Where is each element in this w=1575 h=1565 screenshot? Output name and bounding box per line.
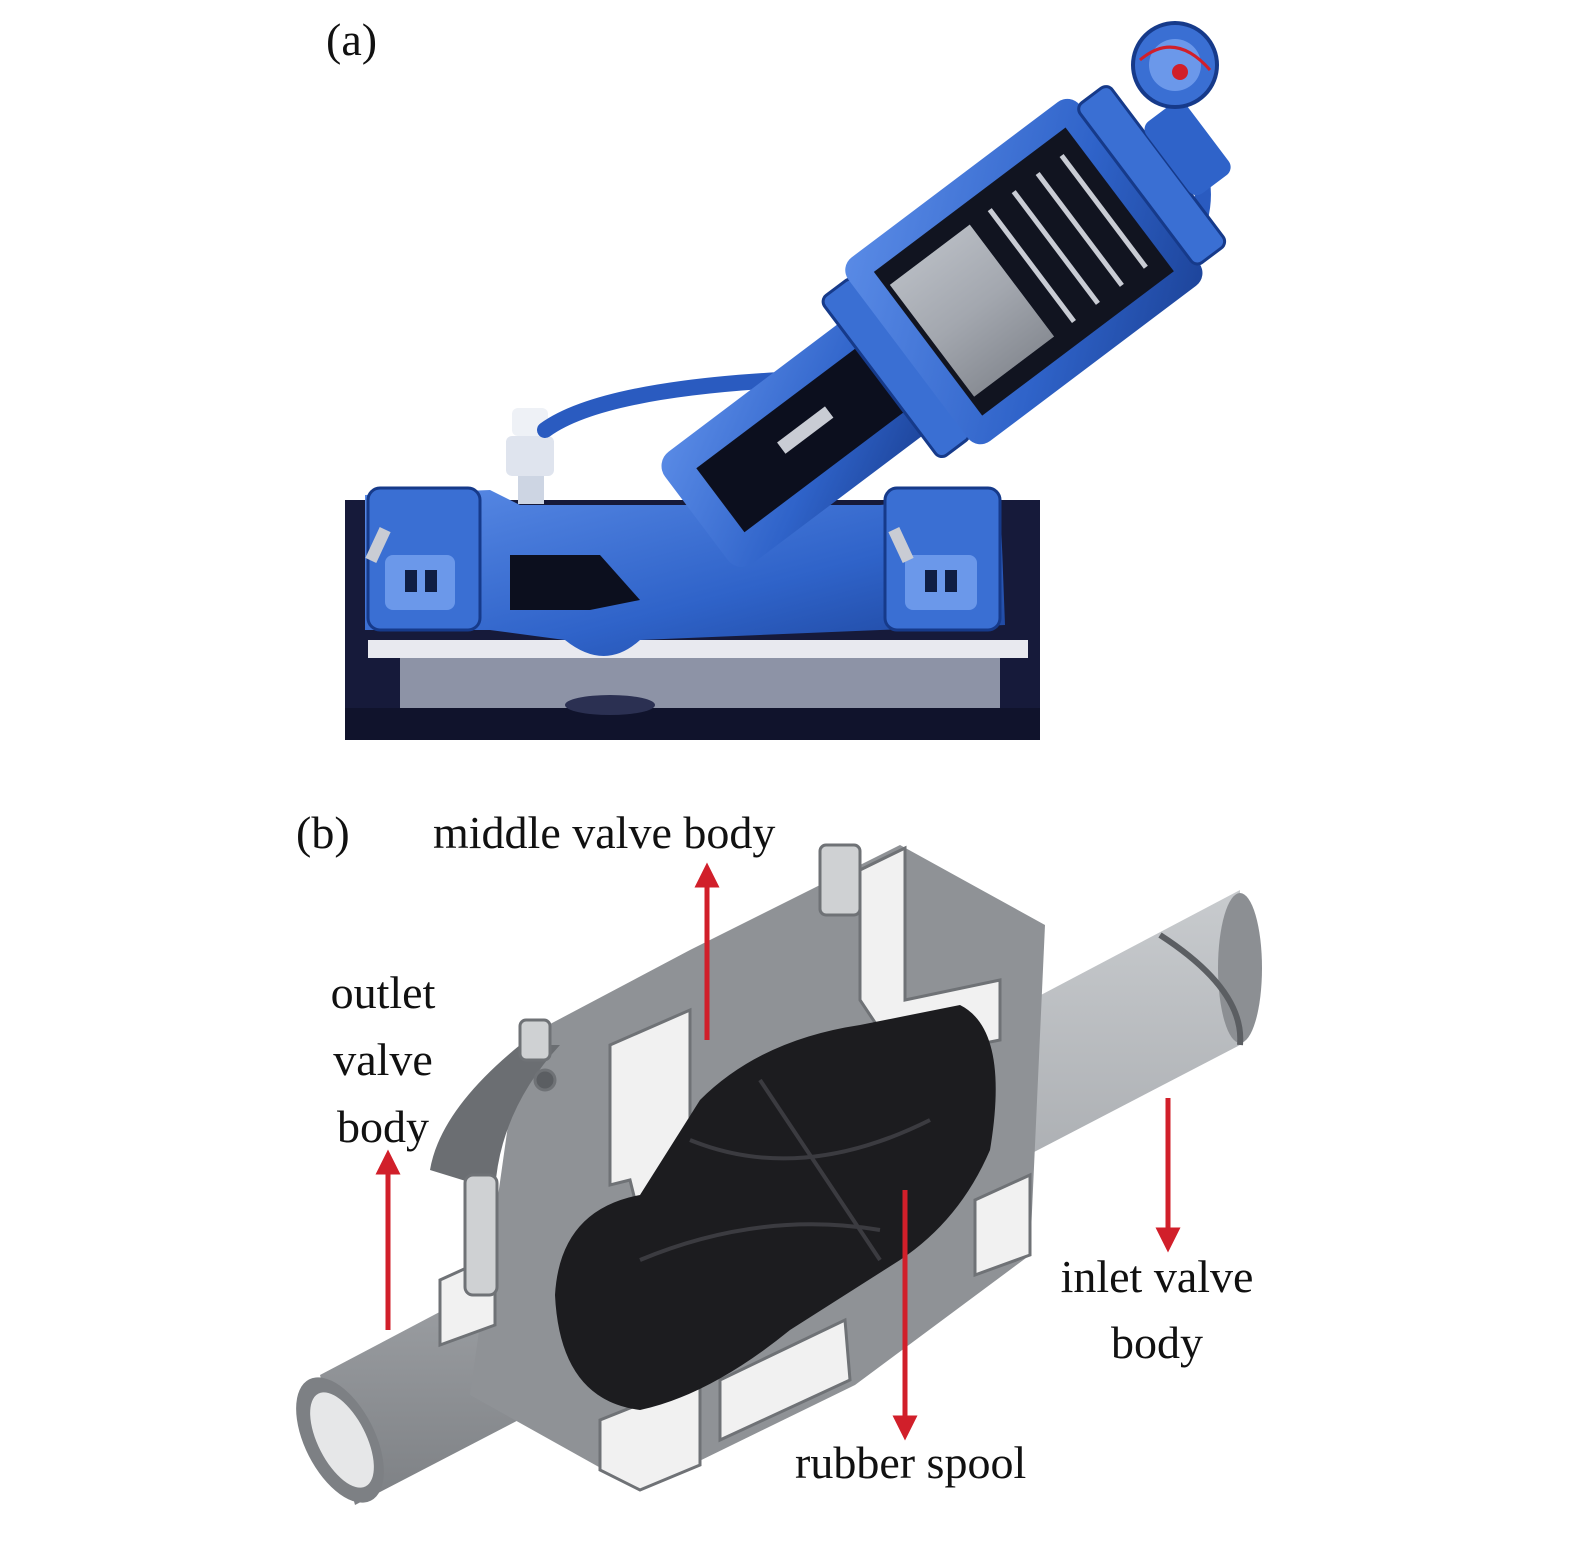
panel-a: (a) bbox=[326, 14, 1231, 740]
rubber-spool bbox=[555, 1005, 996, 1410]
label-rubber-spool: rubber spool bbox=[795, 1437, 1026, 1488]
panel-a-label: (a) bbox=[326, 14, 377, 65]
label-outlet-line-2: valve bbox=[333, 1034, 433, 1085]
horizontal-valve-body bbox=[365, 486, 1005, 656]
flange-bolts bbox=[463, 843, 862, 1297]
label-inlet-line-1: inlet valve bbox=[1061, 1251, 1254, 1302]
panel-b-label: (b) bbox=[296, 807, 350, 858]
actuated-valve-photo bbox=[345, 21, 1231, 740]
callout-arrows bbox=[375, 862, 1181, 1441]
panel-b: (b) bbox=[296, 807, 1262, 1505]
label-outlet-line-1: outlet bbox=[331, 967, 436, 1018]
spring bbox=[987, 153, 1148, 323]
label-middle-valve-body: middle valve body bbox=[433, 807, 775, 858]
label-outlet-line-3: body bbox=[337, 1101, 429, 1152]
label-inlet-line-2: body bbox=[1111, 1317, 1203, 1368]
callout-labels: middle valve body outlet valve body inle… bbox=[331, 807, 1254, 1488]
position-indicator bbox=[1131, 21, 1219, 109]
valve-cutaway-drawing bbox=[296, 843, 1262, 1505]
inclined-actuator bbox=[661, 85, 1231, 568]
